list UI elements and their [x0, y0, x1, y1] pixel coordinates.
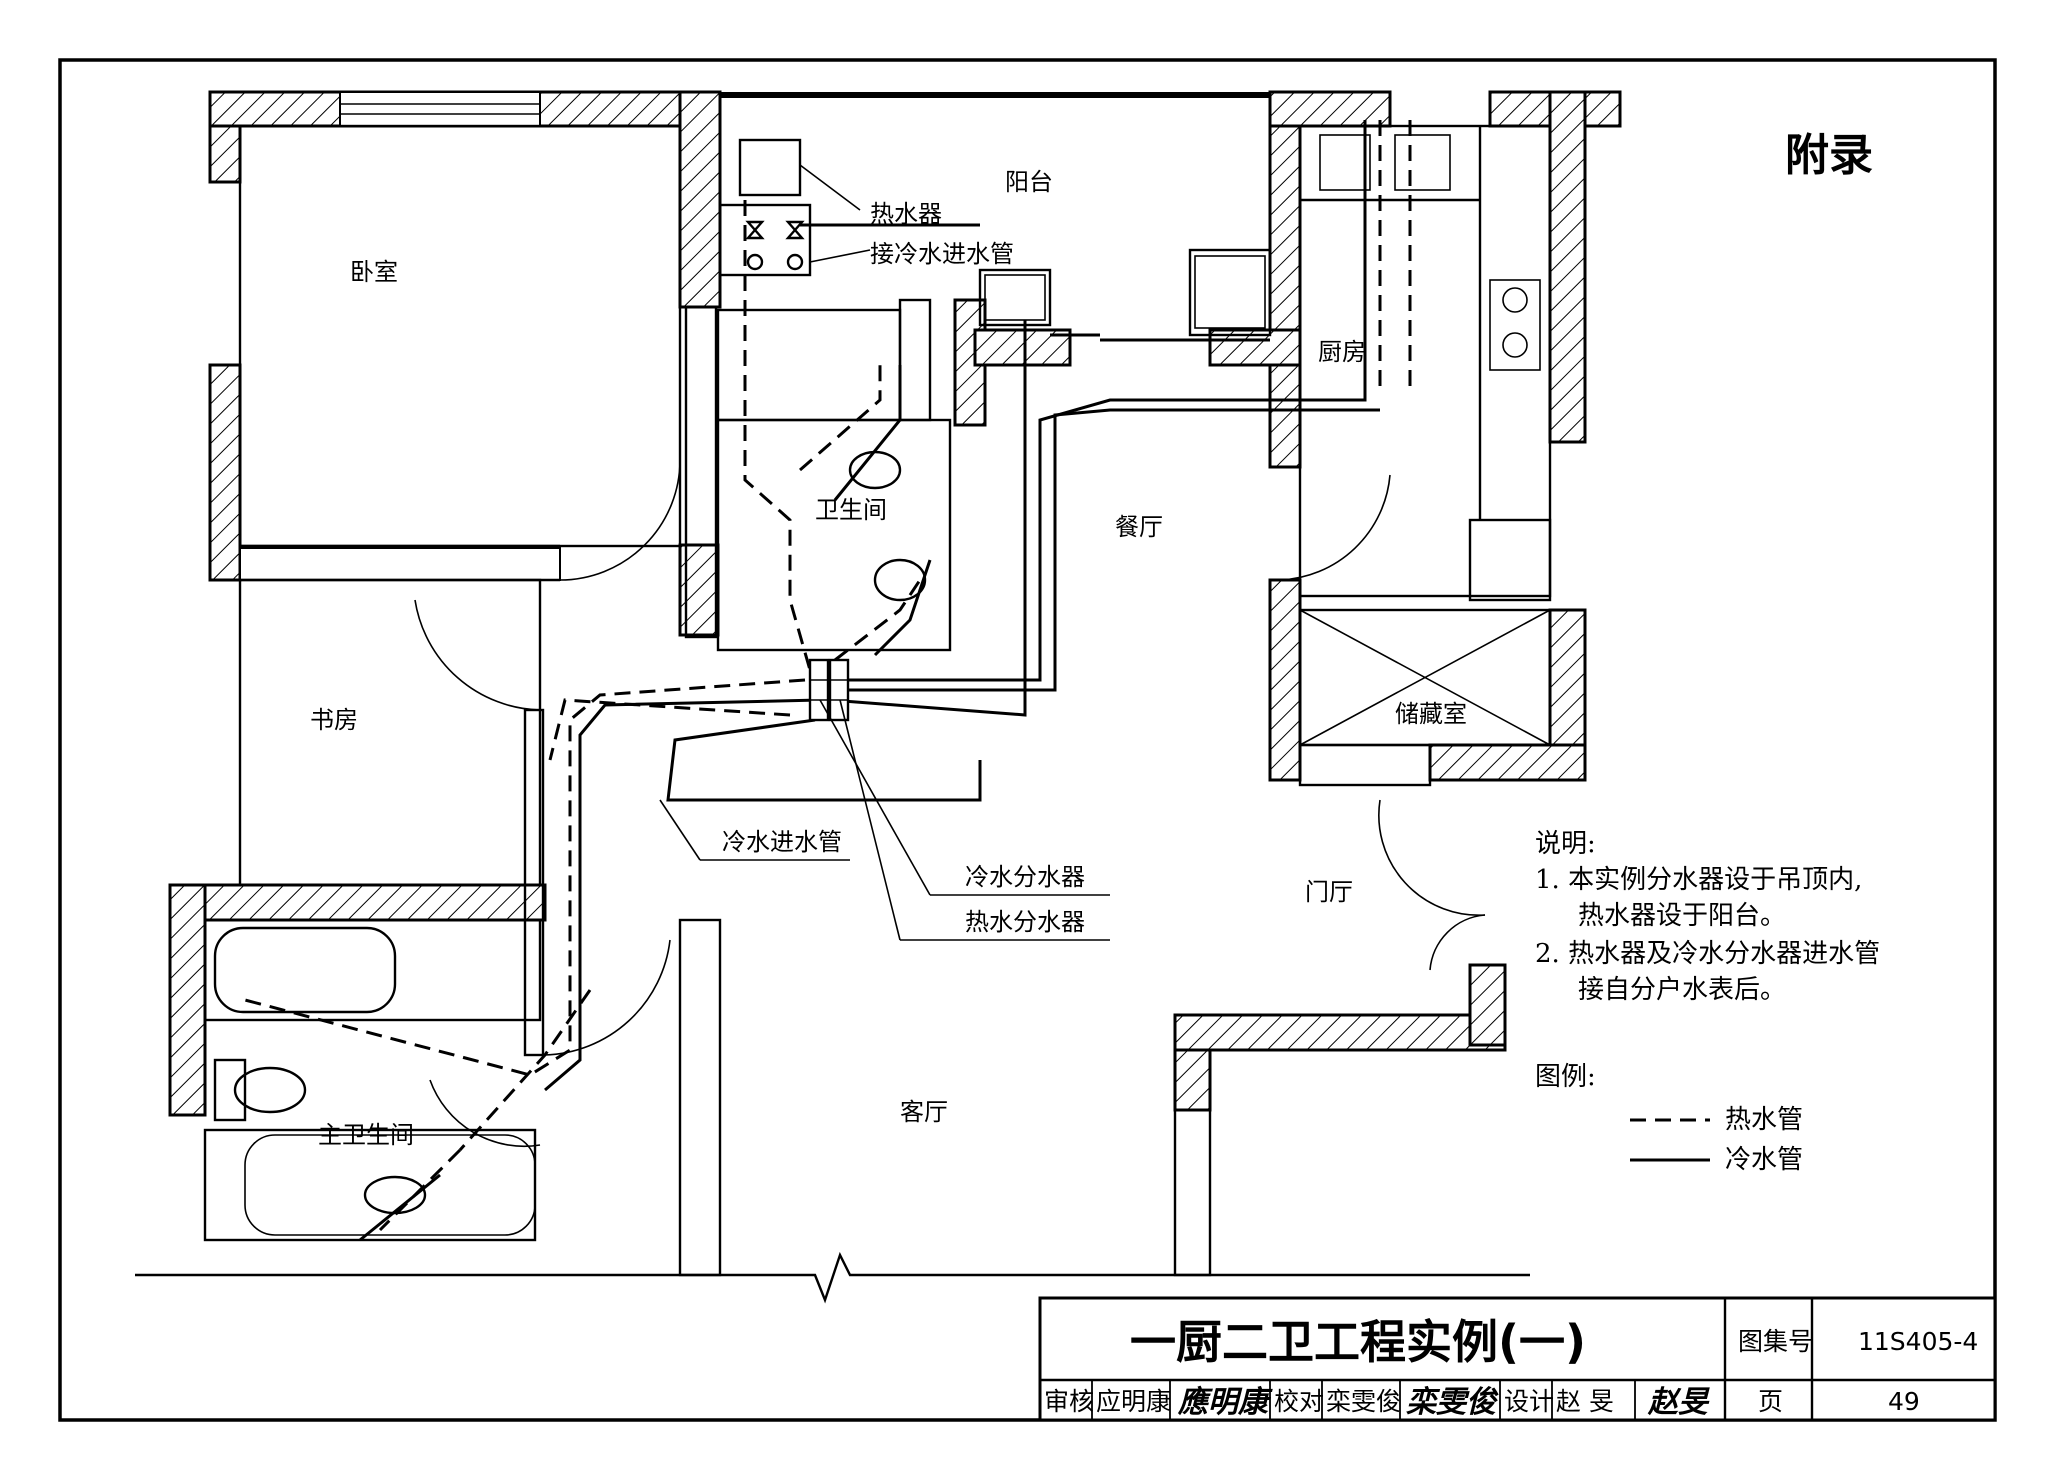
designer-signature: 赵旻 [1647, 1385, 1710, 1420]
title-block [1038, 1296, 1997, 1422]
reviewer-name: 应明康 [1096, 1387, 1171, 1416]
atlas-number: 11S405-4 [1858, 1327, 1978, 1356]
notes-item1-line2: 热水器设于阳台。 [1578, 901, 1786, 931]
callout-cold-manifold: 冷水分水器 [965, 863, 1085, 891]
cold-water-pipes [359, 120, 1380, 1242]
walls [168, 90, 1622, 1117]
callout-water-heater: 热水器 [870, 200, 942, 228]
notes-item2-line1: 2. 热水器及冷水分水器进水管 [1535, 939, 1880, 969]
designer-name: 赵 旻 [1556, 1387, 1614, 1416]
legend-hot-pipe: 热水管 [1725, 1105, 1803, 1135]
room-dining: 餐厅 [1115, 513, 1163, 541]
manifold-assembly [808, 658, 850, 722]
reviewer-signature: 應明康 [1177, 1385, 1273, 1420]
room-study: 书房 [310, 706, 358, 734]
room-storage: 储藏室 [1395, 700, 1467, 728]
appendix-label: 附录 [1785, 130, 1873, 181]
leader-lines [659, 164, 1110, 941]
legend-cold-pipe: 冷水管 [1725, 1145, 1803, 1175]
callout-cold-inlet-connect: 接冷水进水管 [870, 240, 1014, 268]
room-master-bath: 主卫生间 [318, 1121, 414, 1149]
heater-valves [745, 220, 805, 271]
checker-signature: 栾雯俊 [1406, 1385, 1499, 1420]
atlas-label: 图集号 [1738, 1327, 1813, 1356]
callout-hot-manifold: 热水分水器 [965, 908, 1085, 936]
door-swings [414, 459, 1486, 1148]
notes-item2-line2: 接自分户水表后。 [1578, 975, 1786, 1005]
partitions [135, 124, 1552, 1304]
legend-heading: 图例: [1535, 1062, 1596, 1092]
notes-heading: 说明: [1535, 829, 1596, 859]
room-kitchen: 厨房 [1318, 338, 1366, 366]
page-number: 49 [1888, 1387, 1920, 1416]
review-label: 审核 [1044, 1387, 1094, 1416]
checker-name: 栾雯俊 [1326, 1387, 1401, 1416]
sheet-border [58, 58, 1997, 1422]
design-label: 设计 [1504, 1387, 1554, 1416]
check-label: 校对 [1274, 1387, 1324, 1416]
notes-item1-line1: 1. 本实例分水器设于吊顶内, [1535, 865, 1862, 895]
room-foyer: 门厅 [1305, 878, 1353, 906]
drawing-title: 一厨二卫工程实例(一) [1130, 1315, 1586, 1369]
room-balcony: 阳台 [1005, 168, 1053, 196]
page-label: 页 [1758, 1387, 1783, 1416]
room-bathroom: 卫生间 [815, 496, 887, 524]
callout-cold-inlet: 冷水进水管 [722, 828, 842, 856]
room-living: 客厅 [900, 1098, 948, 1126]
room-bedroom: 卧室 [350, 258, 398, 286]
